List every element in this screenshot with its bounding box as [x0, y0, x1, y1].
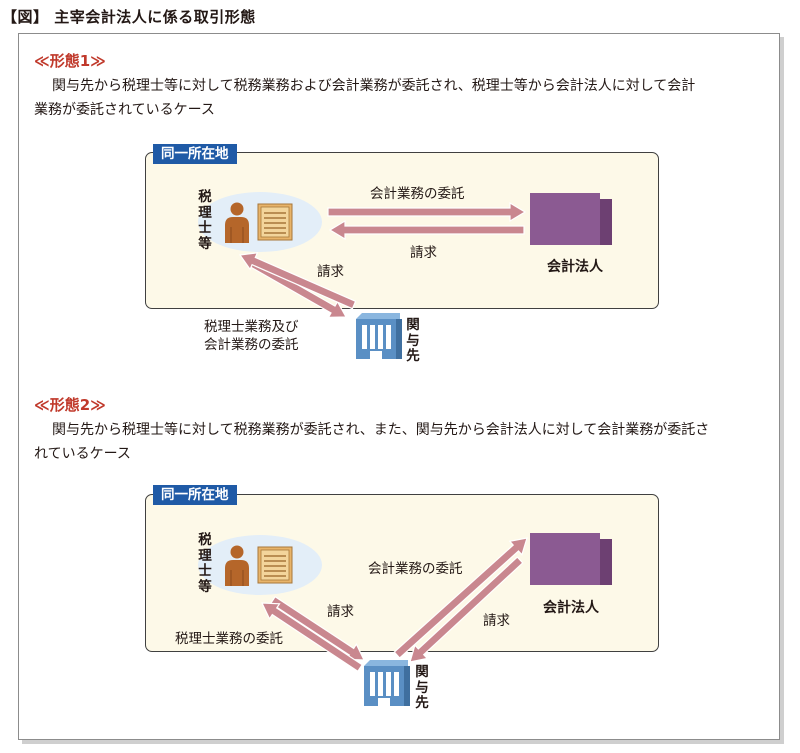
- section2-description-line2: れているケース: [34, 446, 131, 462]
- figure-title: 【図】 主宰会計法人に係る取引形態: [2, 8, 256, 26]
- section2-billing-firm-label: 請求: [483, 613, 510, 629]
- section2-description-line1: 関与先から税理士等に対して税務業務が委託され、また、関与先から会計法人に対して会…: [52, 422, 710, 438]
- section2-documents-icon: [257, 546, 293, 584]
- section2-tax-accountant-label: 税理士等: [198, 532, 212, 595]
- section2-accounting-outsource-label: 会計業務の委託: [368, 561, 463, 577]
- section1-description-line1: 関与先から税理士等に対して税務業務および会計業務が委託され、税理士等から会計法人…: [52, 78, 696, 94]
- section2-arrow-firm-to-client: [409, 556, 524, 663]
- section1-documents-icon: [257, 203, 293, 241]
- section1-billing-client-label: 請求: [317, 264, 344, 280]
- section1-tax-accountant-label: 税理士等: [198, 189, 212, 252]
- section1-accounting-firm-label: 会計法人: [547, 259, 603, 275]
- section2-client-building-icon: [364, 660, 410, 706]
- section1-arrow-tax-to-firm: [327, 201, 527, 223]
- section2-accounting-firm-label: 会計法人: [543, 600, 599, 616]
- arrow-layer: [238, 201, 528, 673]
- section1-arrow-client-to-tax: [238, 252, 357, 310]
- section2-tax-outsource-label: 税理士業務の委託: [175, 631, 283, 647]
- section2-zone-label: 同一所在地: [153, 485, 237, 505]
- section1-heading: ≪形態1≫: [34, 52, 106, 70]
- section1-client-label: 関与先: [406, 317, 420, 364]
- section2-client-label: 関与先: [415, 664, 429, 711]
- section2-arrow-client-to-tax: [261, 602, 364, 673]
- section1-client-outsource-label: 税理士業務及び 会計業務の委託: [204, 319, 299, 353]
- section1-description-line2: 業務が委託されているケース: [34, 102, 215, 118]
- section2-heading: ≪形態2≫: [34, 396, 106, 414]
- section1-zone-label: 同一所在地: [153, 144, 237, 164]
- section2-arrow-client-to-firm: [393, 537, 528, 659]
- section1-billing-firm-label: 請求: [410, 245, 437, 261]
- section1-arrow-firm-to-tax: [328, 219, 525, 241]
- section2-accounting-firm-building-icon: [530, 533, 612, 585]
- section2-billing-tax-label: 請求: [327, 604, 354, 620]
- section1-client-building-icon: [356, 313, 402, 359]
- section1-accounting-firm-building-icon: [530, 193, 612, 245]
- section1-accounting-outsource-label: 会計業務の委託: [370, 186, 465, 202]
